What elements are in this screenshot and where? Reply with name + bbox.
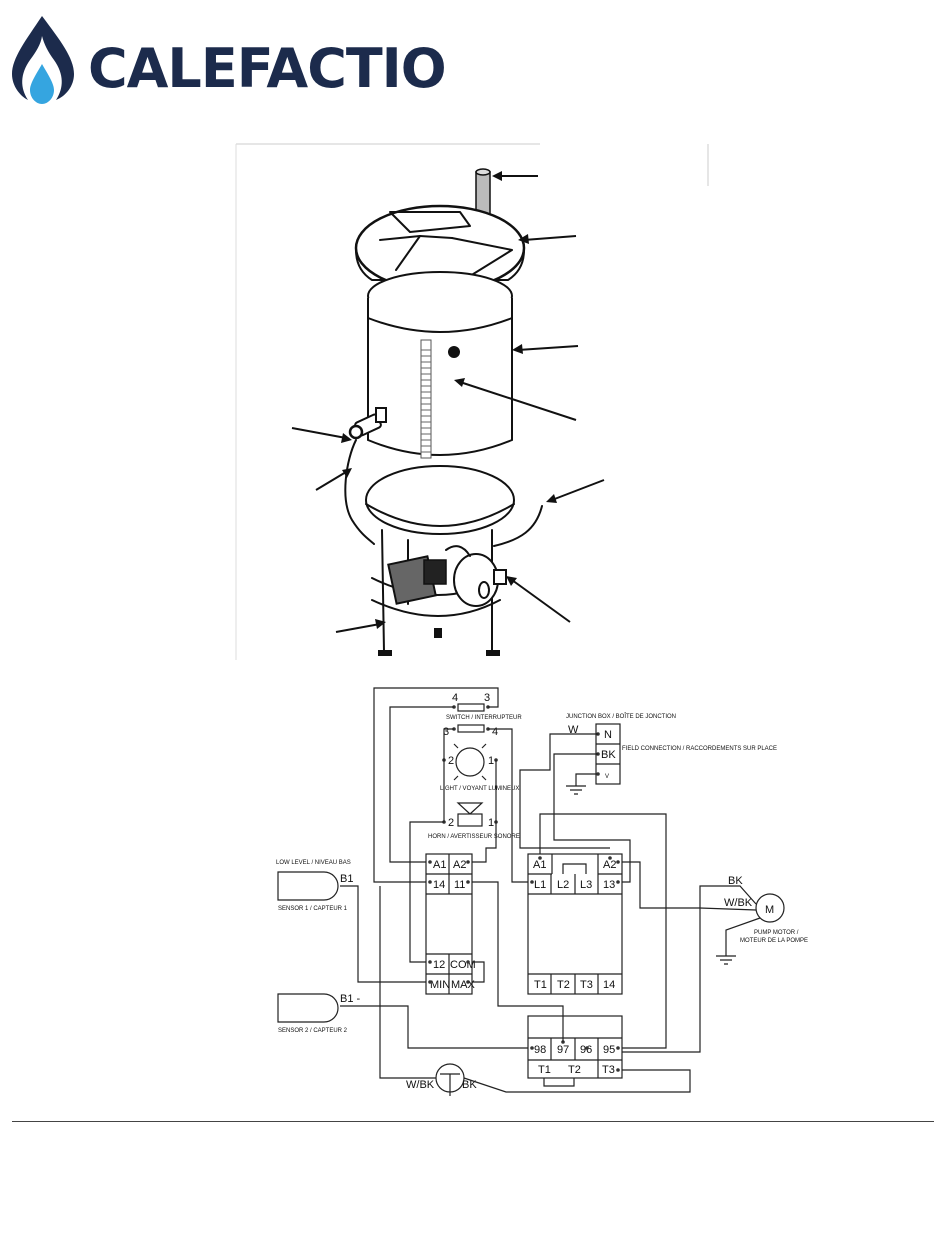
switch2-pin-3: 3 (443, 726, 449, 738)
horn-symbol: 2 1 HORN / AVERTISSEUR SONORE (428, 802, 520, 840)
sensor2-wire: B1 - (340, 993, 361, 1005)
sensor-2: B1 - SENSOR 2 / CAPTEUR 2 (277, 993, 361, 1034)
power-cord (493, 505, 543, 547)
ct-a1: A1 (533, 859, 546, 871)
motor-symbol: M (765, 904, 774, 916)
water-drop-icon (12, 16, 74, 104)
pump-motor: M BK W/BK PUMP MOTOR / MOTEUR DE LA POMP… (622, 875, 808, 1053)
wiring-lines (340, 687, 700, 1093)
field-connection-label: FIELD CONNECTION / RACCORDEMENTS SUR PLA… (622, 746, 777, 752)
wiring-diagram: 4 3 SWITCH / INTERRUPTEUR 3 4 2 1 LIGHT … (276, 687, 808, 1096)
ol-97: 97 (557, 1044, 569, 1056)
low-level-label: LOW LEVEL / NIVEAU BAS (276, 860, 351, 866)
sensor-1: LOW LEVEL / NIVEAU BAS B1 SENSOR 1 / CAP… (276, 860, 353, 912)
ct-t2: T2 (557, 979, 570, 991)
junction-box-label: JUNCTION BOX / BOÎTE DE JONCTION (566, 713, 676, 720)
ol-t2: T2 (568, 1064, 581, 1076)
tank-illustration (235, 143, 709, 660)
ct-a2: A2 (603, 859, 616, 871)
ct-13: 13 (603, 879, 615, 891)
ct-14: 14 (603, 979, 615, 991)
ol-96: 96 (580, 1044, 592, 1056)
brand-logo: CALEFACTIO (8, 14, 447, 106)
lr-com: COM (450, 959, 476, 971)
tank-body (367, 271, 513, 459)
lr-14: 14 (433, 879, 445, 891)
footer-divider (12, 1121, 934, 1122)
horn-label: HORN / AVERTISSEUR SONORE (428, 834, 520, 840)
switch2-pin-4: 4 (492, 726, 498, 738)
thermostat-symbol: W/BK BK (406, 1063, 477, 1096)
lr-11: 11 (454, 879, 465, 891)
ol-t3: T3 (602, 1064, 615, 1076)
ol-95: 95 (603, 1044, 615, 1056)
light-symbol: 2 1 LIGHT / VOYANT LUMINEUX (440, 743, 519, 792)
ol-98: 98 (534, 1044, 546, 1056)
ct-l1: L1 (534, 879, 546, 891)
sensor2-label: SENSOR 2 / CAPTEUR 2 (278, 1028, 348, 1034)
tank-base (365, 465, 515, 656)
outlet-valve (348, 407, 387, 440)
horn-pin-2: 2 (448, 817, 454, 829)
motor-wire-wbk: W/BK (724, 897, 753, 909)
jb-terminal-n: N (604, 729, 612, 741)
ct-t3: T3 (580, 979, 593, 991)
motor-label-1: PUMP MOTOR / (754, 930, 799, 936)
sensor1-wire: B1 (340, 873, 353, 885)
jb-wire-label: W (568, 724, 579, 736)
brand-name: CALEFACTIO (88, 37, 447, 100)
overload-relay: 98 97 96 95 T1 T2 T3 (527, 1015, 623, 1087)
lr-12: 12 (433, 959, 445, 971)
motor-label-2: MOTEUR DE LA POMPE (740, 938, 808, 944)
switch-label: SWITCH / INTERRUPTEUR (446, 715, 522, 721)
thermostat-wire-left: W/BK (406, 1079, 435, 1091)
switch-pin-3: 3 (484, 692, 490, 704)
switch-symbol: 4 3 SWITCH / INTERRUPTEUR 3 4 (443, 692, 522, 738)
tank-lid (354, 204, 526, 292)
switch-pin-4: 4 (452, 692, 458, 704)
supply-hose (344, 439, 375, 545)
lr-max: MAX (451, 979, 476, 991)
lr-a1: A1 (433, 859, 446, 871)
level-relay: A1 A2 14 11 12 COM MIN MAX (425, 853, 476, 995)
fill-cap (448, 346, 460, 358)
lr-min: MIN (430, 979, 450, 991)
light-label: LIGHT / VOYANT LUMINEUX (440, 786, 519, 792)
light-pin-1: 1 (488, 755, 494, 767)
motor-wire-bk: BK (728, 875, 743, 887)
callout-arrows (291, 171, 605, 633)
ol-t1: T1 (538, 1064, 551, 1076)
ct-t1: T1 (534, 979, 547, 991)
lr-a2: A2 (453, 859, 466, 871)
ct-l3: L3 (580, 879, 592, 891)
jb-terminal-v: V (605, 774, 609, 780)
light-pin-2: 2 (448, 755, 454, 767)
contactor: A1 A2 L1 L2 L3 13 T1 T2 T3 14 (527, 853, 623, 995)
sensor1-label: SENSOR 1 / CAPTEUR 1 (278, 906, 348, 912)
ct-l2: L2 (557, 879, 569, 891)
pump-assembly (387, 545, 507, 607)
horn-pin-1: 1 (488, 817, 494, 829)
sight-gauge (420, 339, 432, 459)
thermostat-wire-right: BK (462, 1079, 477, 1091)
jb-terminal-bk: BK (601, 749, 616, 761)
